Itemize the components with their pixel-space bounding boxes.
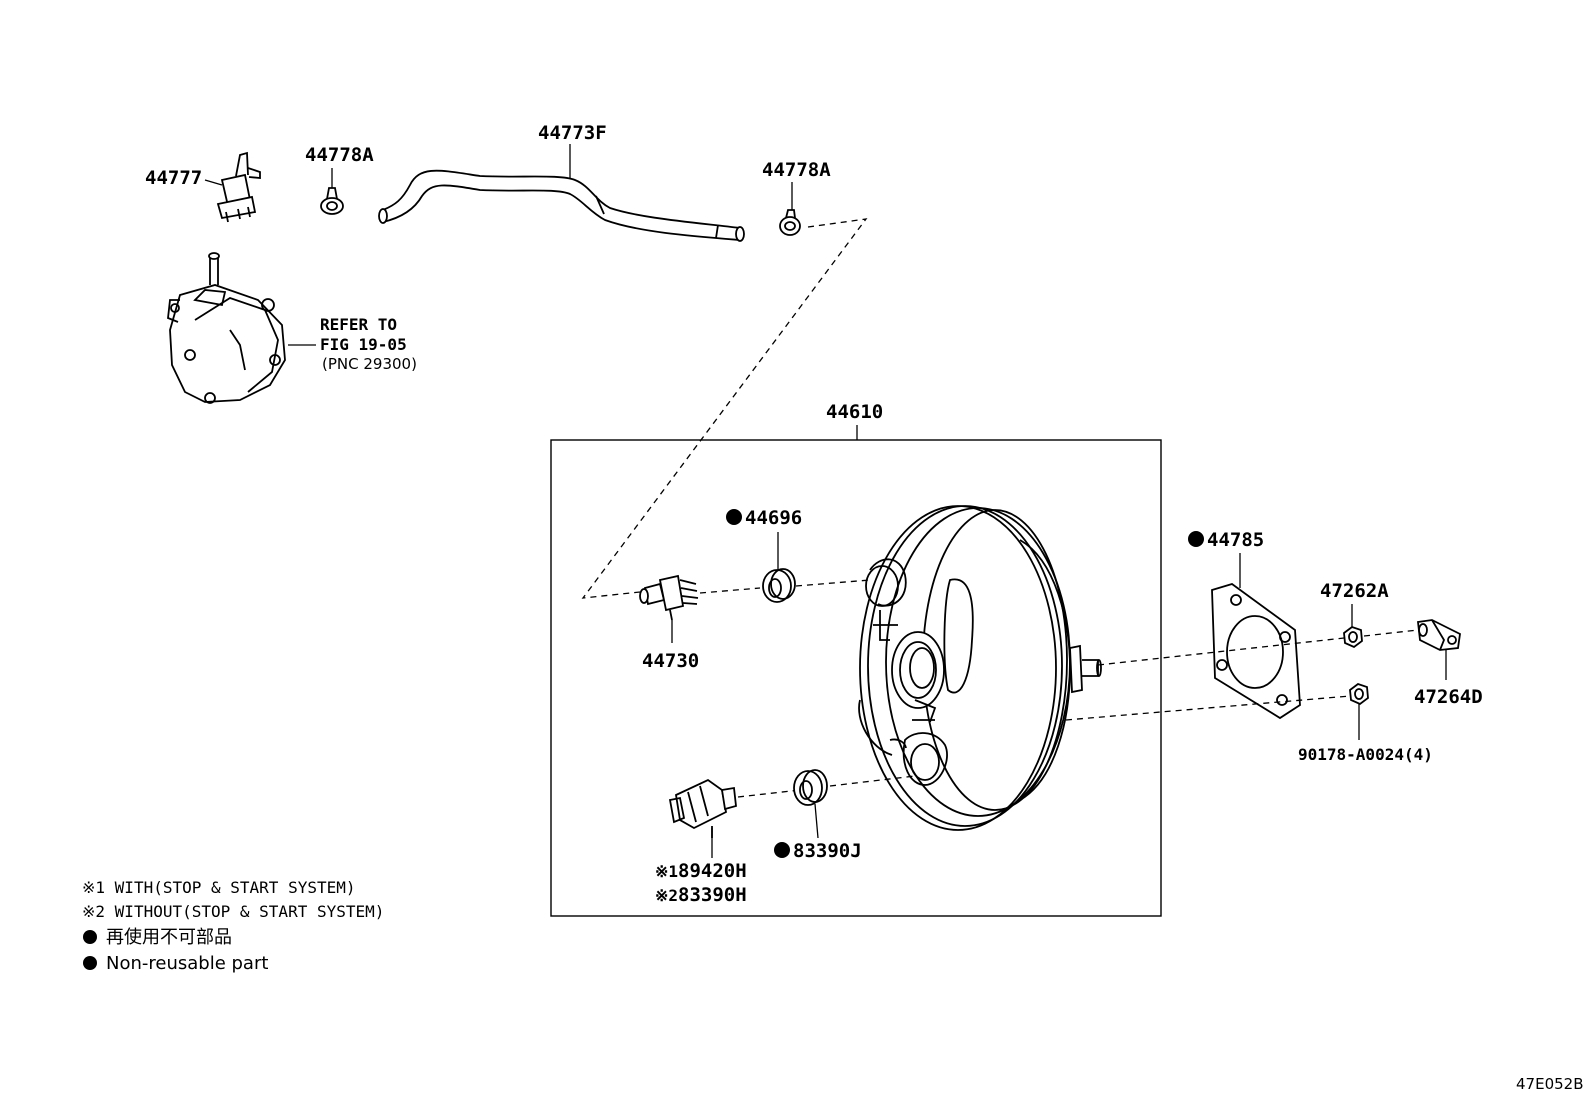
part-44773f-label: 44773F — [538, 122, 607, 144]
non-reusable-marker-44785 — [1188, 531, 1204, 547]
part-44778a-clip-right-icon — [779, 209, 801, 236]
brake-booster-icon — [858, 505, 1102, 831]
non-reusable-marker-44696 — [726, 509, 742, 525]
part-44778a-right-label: 44778A — [762, 159, 831, 181]
note-non-reusable-jp: 再使用不可部品 — [106, 927, 232, 948]
part-44778a-left-label: 44778A — [305, 144, 374, 166]
part-89420h-sensor-icon — [668, 778, 737, 838]
part-44730-label: 44730 — [642, 650, 699, 672]
part-44730-check-valve-icon — [639, 574, 699, 621]
refer-line-2: FIG 19-05 — [320, 335, 407, 354]
part-44777-valve-icon — [216, 151, 261, 223]
part-89420h-number: 89420H — [678, 860, 747, 882]
part-90178-label: 90178-A0024(4) — [1298, 745, 1433, 764]
note-without-system: ※2 WITHOUT(STOP & START SYSTEM) — [82, 902, 384, 921]
part-83390j-grommet-icon — [793, 769, 828, 806]
refer-line-1: REFER TO — [320, 315, 397, 334]
note-with-system: ※1 WITH(STOP & START SYSTEM) — [82, 878, 356, 897]
legend-bullet-en — [83, 956, 97, 970]
part-44696-grommet-icon — [762, 568, 796, 603]
part-83390h-label: ※283390H — [655, 884, 747, 906]
part-89420h-label: ※189420H — [655, 860, 747, 882]
part-44777-label: 44777 — [145, 167, 202, 189]
part-44785-label: 44785 — [1207, 529, 1264, 551]
vacuum-pump-illustration — [167, 252, 286, 404]
part-44785-gasket-icon — [1211, 583, 1301, 720]
part-47262a-label: 47262A — [1320, 580, 1389, 602]
without-system-prefix: ※2 — [655, 886, 678, 905]
assembly-44610-frame — [550, 439, 1162, 917]
with-system-prefix: ※1 — [655, 862, 678, 881]
part-44778a-clip-left-icon — [320, 187, 344, 215]
part-83390h-number: 83390H — [678, 884, 747, 906]
non-reusable-marker-83390j — [774, 842, 790, 858]
part-47262a-nut-icon — [1343, 625, 1363, 649]
part-90178-nut-icon — [1349, 682, 1369, 706]
refer-line-3: (PNC 29300) — [322, 355, 417, 373]
part-44696-label: 44696 — [745, 507, 802, 529]
part-47264d-label: 47264D — [1414, 686, 1483, 708]
legend-bullet-jp — [83, 930, 97, 944]
part-47264d-clevis-icon — [1417, 619, 1461, 651]
part-44773f-hose-icon — [378, 169, 745, 242]
part-44610-label: 44610 — [826, 401, 883, 423]
part-83390j-label: 83390J — [793, 840, 862, 862]
note-non-reusable-en: Non-reusable part — [106, 953, 268, 974]
figure-code: 47E052B — [1516, 1075, 1584, 1093]
